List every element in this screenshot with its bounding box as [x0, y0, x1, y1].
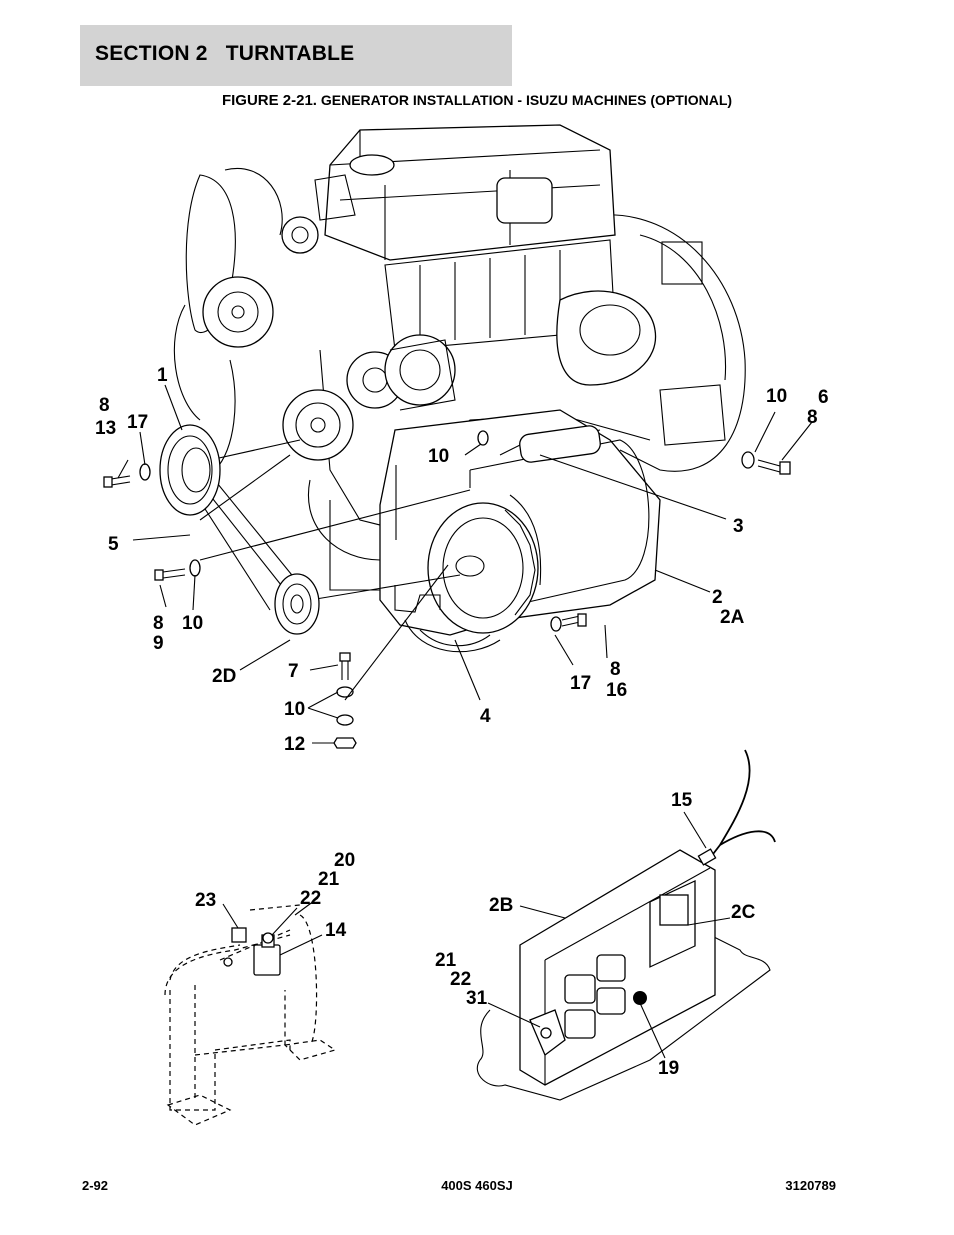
callout-8: 8 [610, 659, 621, 680]
leader-lines-bottom [222, 811, 731, 1059]
figure-caption: GENERATOR INSTALLATION - ISUZU MACHINES … [320, 92, 733, 108]
callout-10: 10 [182, 613, 203, 634]
callout-9: 9 [153, 633, 164, 654]
engine-drawing [173, 124, 746, 591]
footer-model: 400S 460SJ [441, 1178, 513, 1193]
generator-drawing [379, 409, 661, 653]
callout-labels: 1 8 13 17 10 6 8 10 3 5 2 2A 8 9 10 8 16… [95, 365, 829, 1079]
callout-21: 21 [318, 869, 340, 890]
callout-31: 31 [466, 988, 488, 1009]
callout-2c: 2C [731, 902, 756, 923]
control-box-assembly [477, 749, 776, 1101]
section-title: SECTION 2 TURNTABLE [95, 42, 355, 65]
callout-1: 1 [157, 365, 168, 386]
callout-12: 12 [284, 734, 305, 755]
callout-2d: 2D [212, 666, 236, 687]
callout-22: 22 [450, 969, 471, 990]
callout-14: 14 [325, 920, 347, 941]
callout-10: 10 [284, 699, 305, 720]
callout-16: 16 [606, 680, 627, 701]
callout-2b: 2B [489, 895, 513, 916]
callout-17: 17 [127, 412, 148, 433]
footer-part-number: 3120789 [785, 1178, 836, 1193]
callout-2a: 2A [720, 607, 745, 628]
callout-2: 2 [712, 587, 723, 608]
callout-4: 4 [480, 706, 491, 727]
figure-title: FIGURE 2-21. GENERATOR INSTALLATION - IS… [0, 92, 954, 109]
switch-bracket-assembly [164, 904, 337, 1126]
hardware-bolts [103, 430, 791, 749]
section-header-box [80, 25, 512, 86]
footer-page-number: 2-92 [82, 1178, 109, 1193]
figure-number: FIGURE 2-21. [221, 92, 317, 109]
callout-17: 17 [570, 673, 591, 694]
callout-5: 5 [108, 534, 119, 555]
callout-15: 15 [671, 790, 693, 811]
callout-7: 7 [288, 661, 299, 682]
leader-lines-top [117, 384, 813, 744]
callout-21: 21 [435, 950, 457, 971]
callout-8: 8 [153, 613, 164, 634]
callout-22: 22 [300, 888, 321, 909]
callout-20: 20 [334, 850, 355, 871]
callout-8: 8 [99, 395, 110, 416]
callout-10: 10 [766, 386, 787, 407]
callout-10: 10 [428, 446, 449, 467]
callout-23: 23 [195, 890, 216, 911]
callout-8: 8 [807, 407, 818, 428]
pulley-1 [159, 424, 221, 516]
callout-6: 6 [818, 387, 829, 408]
pulley-2d [274, 573, 320, 635]
callout-13: 13 [95, 418, 116, 439]
callout-19: 19 [658, 1058, 679, 1079]
callout-3: 3 [733, 516, 744, 537]
